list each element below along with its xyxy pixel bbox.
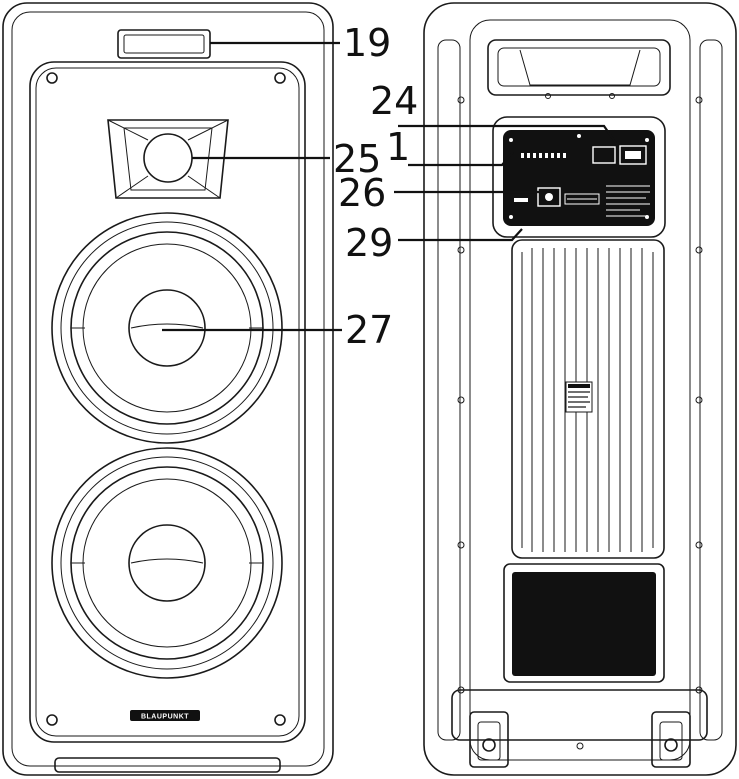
heatsink — [511, 239, 665, 559]
front-top-handle — [117, 29, 211, 59]
switch-block — [564, 193, 600, 205]
back-control-panel — [492, 116, 666, 238]
bass-reflex-panel-frame — [503, 563, 665, 683]
front-cabinet-outer — [2, 2, 334, 776]
screw-bottom-left — [46, 714, 58, 726]
back-top-handle — [487, 39, 671, 99]
leader-24 — [398, 124, 619, 147]
back-cabinet-outer — [423, 2, 737, 776]
front-bottom-foot — [54, 757, 281, 773]
front-grille-panel-inner — [35, 67, 300, 737]
screw-top-left — [46, 72, 58, 84]
back-cabinet-inner — [469, 19, 691, 761]
back-wheel-right — [651, 711, 691, 768]
back-bottom-screw — [576, 742, 584, 750]
connector-port-b — [619, 145, 647, 165]
spec-label-lines — [606, 185, 650, 217]
callout-25: 25 — [333, 137, 381, 181]
front-grille-panel — [29, 61, 306, 743]
screw-top-right — [274, 72, 286, 84]
upper-woofer — [51, 212, 283, 444]
callout-26: 26 — [338, 171, 386, 215]
leader-1 — [408, 151, 514, 167]
front-top-handle-inner — [123, 34, 205, 54]
brand-logo-text: BLAUPUNKT — [141, 714, 189, 721]
back-bottom-frame — [451, 689, 708, 741]
callout-19: 19 — [343, 21, 391, 65]
back-cabinet-side-right — [699, 39, 723, 741]
led-indicator-row — [521, 153, 566, 158]
input-jack — [537, 187, 561, 207]
back-cabinet-side-left — [437, 39, 461, 741]
screw-bottom-right — [274, 714, 286, 726]
callout-1: 1 — [386, 125, 410, 169]
bass-reflex-panel — [512, 572, 656, 676]
callout-labels: 19 24 25 1 26 29 27 — [333, 21, 418, 352]
rating-label — [565, 381, 593, 413]
callout-24: 24 — [370, 79, 418, 123]
connector-port-a — [592, 146, 616, 164]
callout-29: 29 — [345, 221, 393, 265]
tweeter-horn — [107, 119, 229, 199]
lower-woofer — [51, 447, 283, 679]
front-view: BLAUPUNKT — [2, 2, 334, 776]
back-view — [423, 2, 737, 776]
brand-badge — [130, 710, 200, 721]
back-wheel-left — [469, 711, 509, 768]
front-cabinet-inner — [11, 11, 325, 767]
leader-29 — [398, 228, 523, 242]
callout-27: 27 — [345, 308, 393, 352]
leader-lines — [162, 41, 619, 332]
